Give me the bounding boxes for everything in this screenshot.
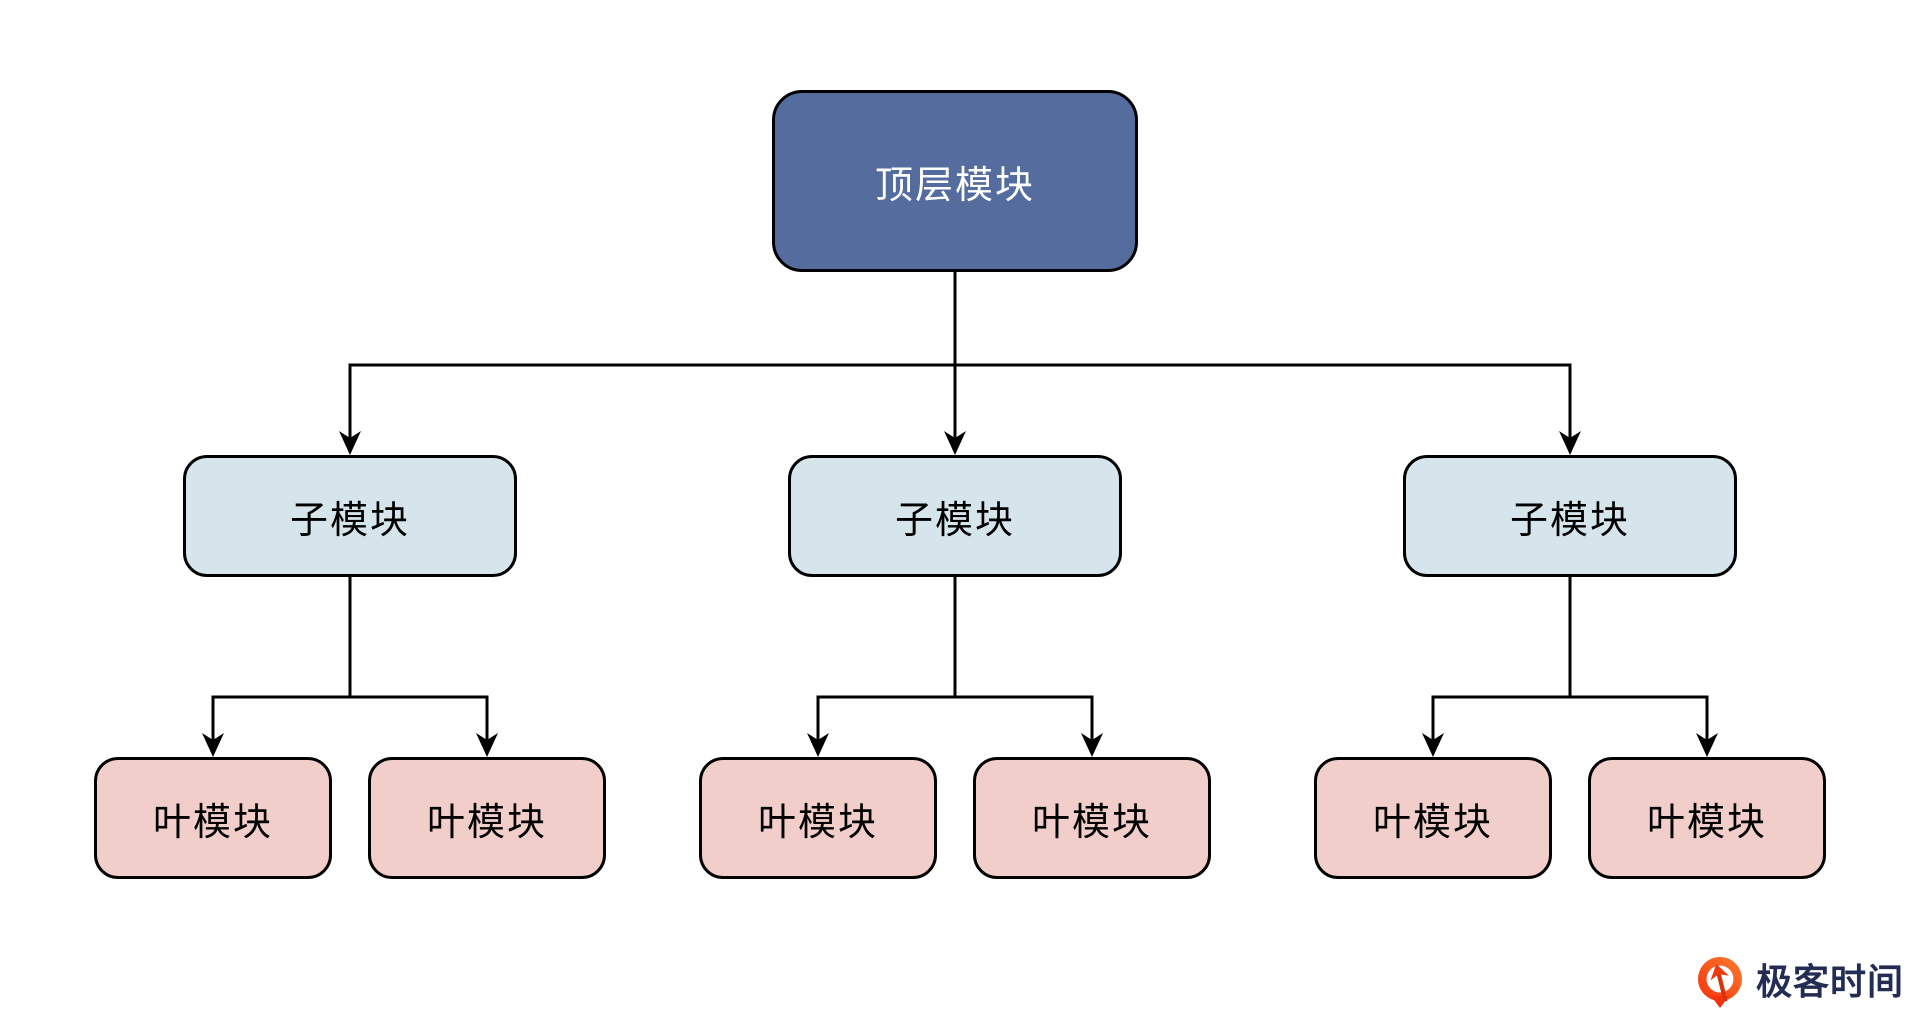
node-sub-module-1: 子模块 [183,455,517,577]
node-leaf-module-6: 叶模块 [1588,757,1826,879]
brand-name: 极客时间 [1755,961,1904,1002]
connector-path [955,363,1572,440]
node-label: 子模块 [1509,499,1630,542]
node-label: 叶模块 [1646,801,1767,844]
node-label: 子模块 [894,499,1015,542]
node-sub-module-2: 子模块 [788,455,1122,577]
node-label: 子模块 [289,499,410,542]
connector-path [1570,695,1709,740]
node-leaf-module-4: 叶模块 [973,757,1211,879]
node-label: 叶模块 [757,801,878,844]
arrowhead [1559,431,1581,455]
arrowhead [944,431,966,455]
connector-path [816,695,955,740]
arrowhead [807,733,829,757]
node-leaf-module-3: 叶模块 [699,757,937,879]
node-label: 顶层模块 [874,164,1035,207]
connector-path [1431,695,1570,740]
node-label: 叶模块 [1372,801,1493,844]
node-leaf-module-2: 叶模块 [368,757,606,879]
brand-watermark: 极客时间 [1692,954,1904,1010]
node-label: 叶模块 [426,801,547,844]
connector-path [211,695,350,740]
node-label: 叶模块 [152,801,273,844]
geektime-logo-icon [1697,957,1742,1008]
node-sub-module-3: 子模块 [1403,455,1737,577]
connector-path [348,363,955,440]
node-leaf-module-5: 叶模块 [1314,757,1552,879]
arrowhead [1081,733,1103,757]
node-label: 叶模块 [1031,801,1152,844]
arrowhead [202,733,224,757]
arrowhead [476,733,498,757]
connector-path [955,695,1094,740]
arrowhead [1696,733,1718,757]
node-leaf-module-1: 叶模块 [94,757,332,879]
arrowhead [1422,733,1444,757]
arrowhead [339,431,361,455]
connector-path [350,695,489,740]
node-top-module: 顶层模块 [772,90,1138,272]
